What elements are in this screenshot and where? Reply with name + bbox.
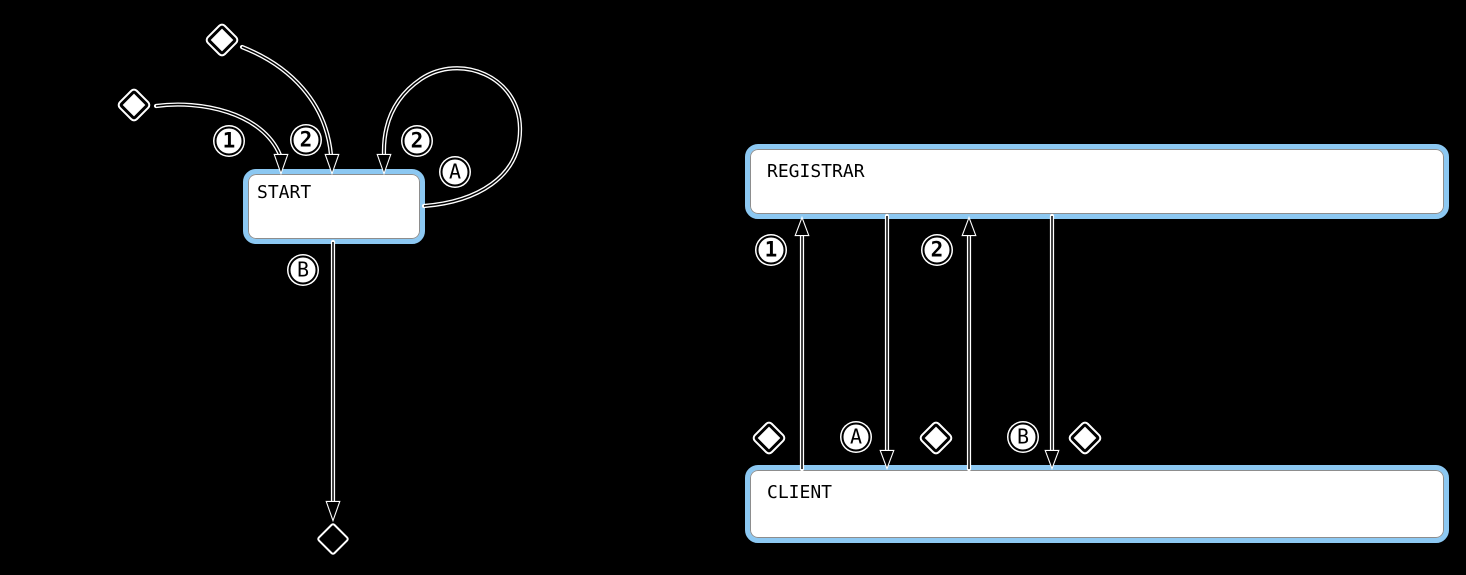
loop-a-badge: A xyxy=(440,157,470,187)
initial-marker-diamond-icon xyxy=(206,24,238,56)
registrar-actor-box: REGISTRAR xyxy=(745,144,1449,219)
initial-marker-diamond-icon xyxy=(118,89,150,121)
transition-1-badge: 1 xyxy=(214,126,244,156)
registrar-actor-label: REGISTRAR xyxy=(767,161,865,182)
transition-b-badge: B xyxy=(288,255,318,285)
message-line-2 xyxy=(961,215,977,472)
arrowhead-up-icon xyxy=(794,215,810,237)
message-line-1 xyxy=(794,215,810,472)
arrowhead-down-icon xyxy=(325,500,341,523)
start-state-box: START xyxy=(243,169,425,244)
client-actor-label: CLIENT xyxy=(767,482,833,503)
client-actor-box: CLIENT xyxy=(745,465,1449,543)
transition-curve-2 xyxy=(239,44,340,176)
transition-2-badge: 2 xyxy=(291,125,321,155)
message-b-badge: B xyxy=(1008,422,1038,452)
transition-line-b xyxy=(325,239,341,523)
event-marker-diamond-icon xyxy=(1069,422,1101,454)
event-marker-diamond-icon xyxy=(920,422,952,454)
loop-2-badge: 2 xyxy=(402,126,432,156)
message-a-badge: A xyxy=(841,422,871,452)
message-line-b xyxy=(1044,213,1060,471)
final-marker-diamond-icon xyxy=(316,522,350,556)
message-line-a xyxy=(879,213,895,471)
start-state-label: START xyxy=(257,182,312,203)
message-2-badge: 2 xyxy=(922,235,952,265)
arrowhead-up-icon xyxy=(961,215,977,237)
event-marker-diamond-icon xyxy=(753,422,785,454)
message-1-badge: 1 xyxy=(756,235,786,265)
